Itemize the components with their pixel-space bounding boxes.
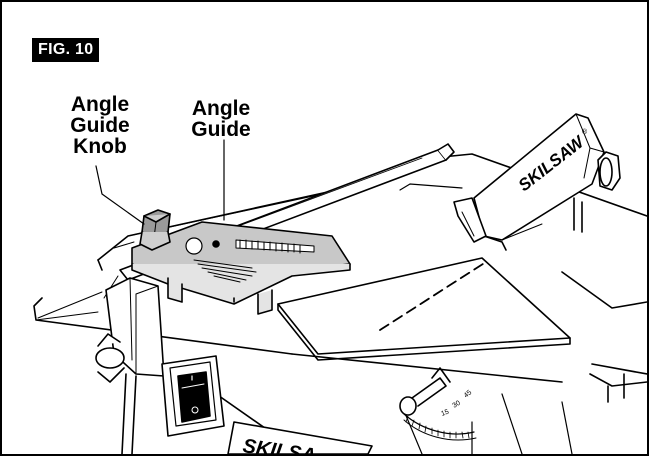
knob-leader-line xyxy=(95,165,145,225)
angle-guide-scale xyxy=(193,239,315,283)
blade-guard: SKILSAW ® xyxy=(453,113,621,251)
guard-registered-mark: ® xyxy=(582,128,588,136)
knob-label-line-3: Knob xyxy=(73,135,127,158)
figure-label: FIG. 10 xyxy=(32,38,100,62)
knob-label-line-1: Angle xyxy=(70,93,130,116)
bevel-adjustment: 15 30 45 xyxy=(399,367,477,441)
bevel-tick-45: 45 xyxy=(463,389,474,399)
knob-label-line-2: Guide xyxy=(70,114,130,137)
base-brand-plate: SKILSA xyxy=(227,421,373,454)
bevel-tick-15: 15 xyxy=(440,409,450,418)
angle-guide xyxy=(131,221,351,315)
workpiece-board xyxy=(277,257,571,361)
bevel-tick-30: 30 xyxy=(452,400,462,410)
fence-clamp xyxy=(95,277,165,383)
angle-guide-knob xyxy=(139,209,171,251)
angle-guide-label: Angle Guide xyxy=(176,98,266,140)
guide-label-line-1: Angle xyxy=(191,97,251,120)
guide-label-line-2: Guide xyxy=(191,118,251,141)
angle-guide-knob-label: Angle Guide Knob xyxy=(52,94,148,157)
power-switch xyxy=(161,355,225,437)
